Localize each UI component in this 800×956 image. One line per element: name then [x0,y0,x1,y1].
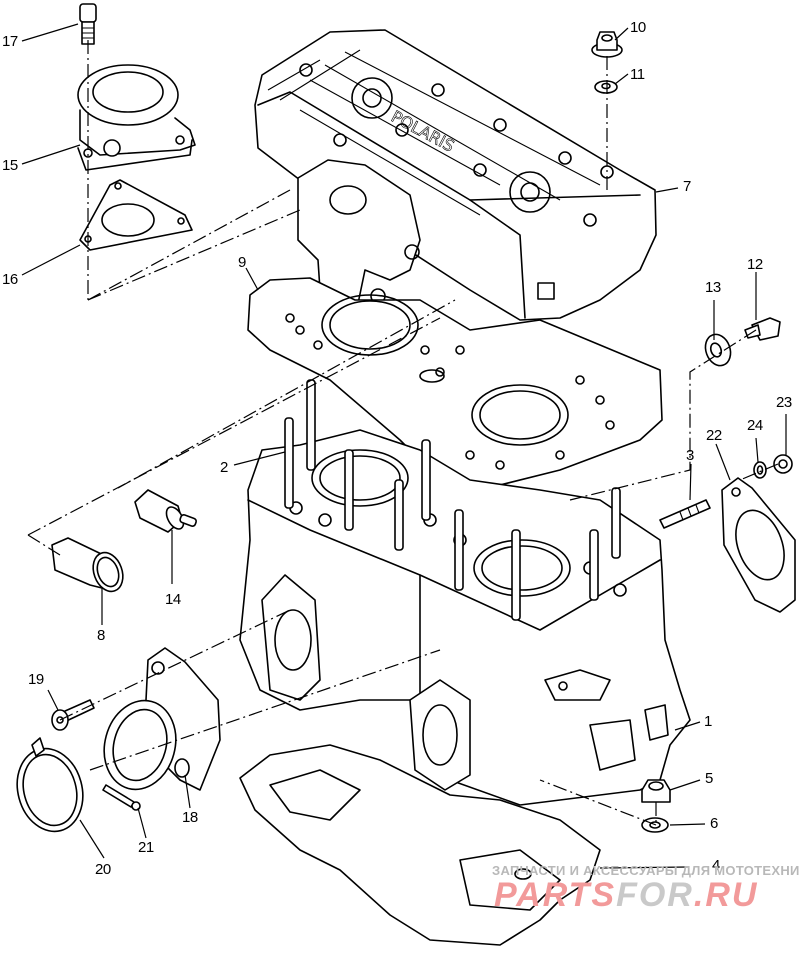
intake-flange-part-18[interactable] [95,647,221,798]
flange-nut-part-10[interactable] [591,31,623,58]
gasket-part-16[interactable] [79,179,193,251]
temp-sensor-part-14[interactable] [134,489,197,533]
callout-23: 23 [776,394,792,411]
exhaust-gasket-part-22[interactable] [721,477,796,613]
callout-16: 16 [2,271,18,288]
callout-20: 20 [95,861,111,878]
callout-24: 24 [747,417,763,434]
clamp-part-20[interactable] [8,737,92,839]
callout-13: 13 [705,279,721,296]
callout-2: 2 [220,459,228,476]
watermark-tagline: ЗАПЧАСТИ И АКСЕССУАРЫ ДЛЯ МОТОТЕХНИКИ [492,863,800,878]
callout-1: 1 [704,713,712,730]
watermark-logo-ru: .RU [693,876,759,914]
callout-11: 11 [630,66,645,83]
watermark-logo-parts: PARTS [494,876,617,914]
callout-3: 3 [686,447,694,464]
callout-12: 12 [747,256,763,273]
callout-6: 6 [710,815,718,832]
nut-part-5[interactable] [641,779,671,803]
leader-lines [21,23,787,869]
callout-10: 10 [630,19,646,36]
callout-5: 5 [705,770,713,787]
callout-17: 17 [2,33,18,50]
washer-part-24[interactable] [753,461,767,479]
stud-part-3[interactable] [659,499,711,529]
head-cover-part-7[interactable]: POLARIS [254,29,657,321]
callout-21: 21 [138,839,154,856]
washer-part-11[interactable] [594,80,618,94]
callout-22: 22 [706,427,722,444]
water-outlet-body [297,159,421,321]
callout-8: 8 [97,627,105,644]
studs-part-2[interactable] [284,379,621,621]
base-gasket-part-4[interactable] [239,744,601,946]
head-gasket-part-9[interactable] [247,277,663,491]
nut-part-23[interactable] [773,454,793,474]
screw-part-19[interactable] [51,699,95,731]
watermark-logo: PARTSFOR.RU [494,876,758,915]
callout-14: 14 [165,591,181,608]
bolt-part-12[interactable] [744,317,781,341]
thermostat-housing-part-15[interactable] [77,64,196,171]
plug-part-8[interactable] [51,537,128,596]
callout-15: 15 [2,157,18,174]
watermark-logo-for: FOR [616,876,694,914]
washer-part-13[interactable] [701,331,734,369]
assembly-center-lines [27,40,779,826]
callout-19: 19 [28,671,44,688]
callout-9: 9 [238,254,246,271]
callout-18: 18 [182,809,198,826]
callout-4: 4 [712,857,720,874]
bolt-part-17[interactable] [79,3,97,45]
callout-7: 7 [683,178,691,195]
